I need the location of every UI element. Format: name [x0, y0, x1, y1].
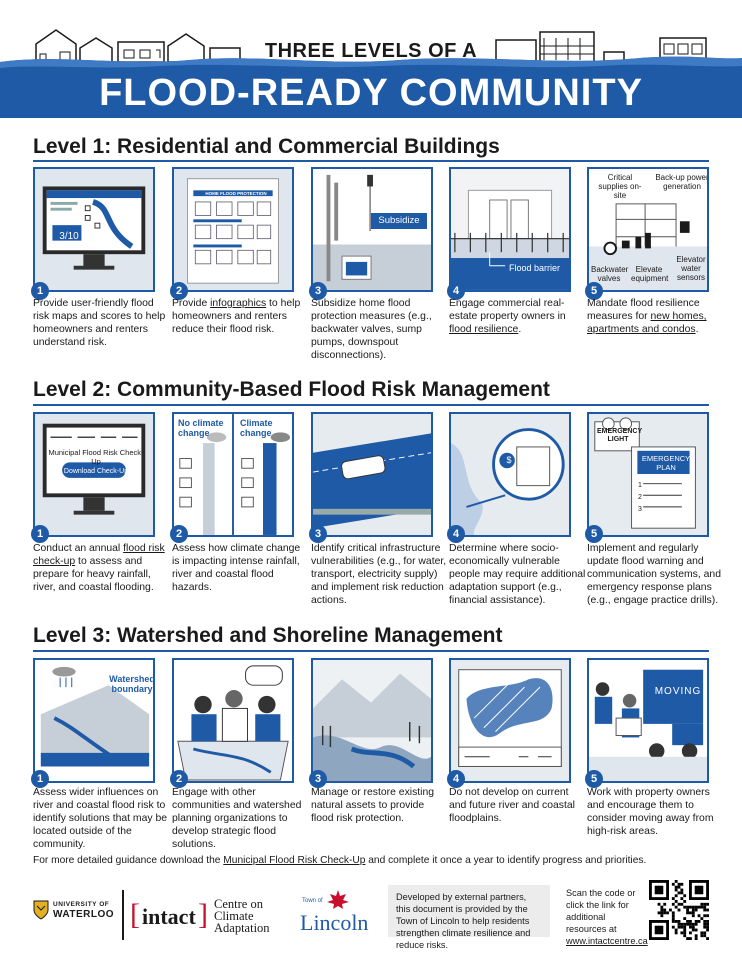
l1-step-5-text: Mandate flood resilience measures for ne…: [587, 298, 707, 335]
l2-step-3-text: Identify critical infrastructure vulnera…: [311, 543, 447, 606]
intact-centre-text: Centre on Climate Adaptation: [214, 897, 270, 935]
l3-step-1-text: Assess wider influences on river and coa…: [33, 787, 167, 850]
level-1-title: Level 1: Residential and Commercial Buil…: [33, 135, 500, 158]
l3-card-4-illustration: [449, 658, 571, 783]
l3-step-3-badge: 3: [309, 770, 327, 788]
logo-divider: [122, 890, 124, 940]
l2-step-1-badge: 1: [31, 525, 49, 543]
qr-code[interactable]: [649, 880, 709, 940]
emergency-plan-label: EMERGENCY PLAN: [641, 454, 691, 472]
waterloo-shield-icon: [33, 900, 49, 920]
l1-step-1-text: Provide user-friendly flood risk maps an…: [33, 298, 166, 348]
elevate-equipment-label: Elevate equipment: [631, 265, 669, 283]
level-2-title: Level 2: Community-Based Flood Risk Mana…: [33, 378, 550, 401]
flood-risk-checkup-link[interactable]: flood risk check-up: [33, 543, 165, 567]
plan-item-3: 3: [638, 506, 642, 513]
level-3-title: Level 3: Watershed and Shoreline Managem…: [33, 624, 503, 647]
l3-step-4-text: Do not develop on current and future riv…: [449, 787, 575, 824]
guidance-note: For more detailed guidance download the …: [33, 855, 647, 866]
lincoln-town-text: Town of: [302, 898, 323, 904]
plan-item-1: 1: [638, 482, 642, 489]
critical-supplies-label: Critical supplies on-site: [598, 173, 642, 200]
l2-step-5-badge: 5: [585, 525, 603, 543]
l1-card-1-illustration: 3/10: [33, 167, 155, 292]
checkup-screen-title: Municipal Flood Risk Check-Up: [48, 448, 144, 466]
l3-step-4-badge: 4: [447, 770, 465, 788]
l1-step-2-text: Provide infographics to help homeowners …: [172, 298, 301, 335]
l2-step-2-badge: 2: [170, 525, 188, 543]
l3-card-2-illustration: [172, 658, 294, 783]
risk-score-label: 3/10: [59, 231, 79, 242]
l2-step-4-text: Determine where socio-economically vulne…: [449, 543, 586, 606]
level-2-rule: [33, 404, 709, 406]
climate-change-label: Climate change: [240, 418, 273, 438]
infographics-link[interactable]: infographics: [210, 298, 267, 309]
l1-step-4-badge: 4: [447, 282, 465, 300]
maple-leaf-icon: [327, 890, 349, 909]
l3-step-5-text: Work with property owners and encourage …: [587, 787, 714, 837]
municipal-checkup-link[interactable]: Municipal Flood Risk Check-Up: [223, 855, 366, 866]
lincoln-wordmark: Lincoln: [300, 910, 369, 935]
developed-by-note: Developed by external partners, this doc…: [388, 885, 550, 950]
l3-step-2-text: Engage with other communities and waters…: [172, 787, 302, 850]
uw-line1: UNIVERSITY OF: [53, 901, 110, 908]
l3-step-1-badge: 1: [31, 770, 49, 788]
l2-card-2-illustration: No climate change Climate change: [172, 412, 294, 537]
no-climate-change-label: No climate change: [178, 418, 224, 438]
intact-wordmark: intact: [142, 904, 196, 929]
l2-card-5-illustration: EMERGENCY LIGHT EMERGENCY PLAN 1 2 3: [587, 412, 709, 537]
l2-step-4-badge: 4: [447, 525, 465, 543]
backup-power-label: Back-up power generation: [655, 173, 709, 191]
l3-step-2-badge: 2: [170, 770, 188, 788]
l1-step-3-text: Subsidize home flood protection measures…: [311, 298, 432, 361]
moving-truck-label: MOVING: [654, 686, 702, 697]
l3-card-1-illustration: Watershed boundary: [33, 658, 155, 783]
flood-barrier-label: Flood barrier: [509, 263, 561, 273]
emergency-light-label: EMERGENCY LIGHT: [597, 428, 643, 443]
intactcentre-link[interactable]: www.intactcentre.ca: [566, 936, 648, 946]
uw-line2: WATERLOO: [53, 909, 115, 920]
l2-card-1-illustration: Municipal Flood Risk Check-Up Download C…: [33, 412, 155, 537]
header-title: FLOOD-READY COMMUNITY: [99, 72, 643, 114]
l2-step-2-text: Assess how climate change is impacting i…: [172, 543, 301, 593]
l1-step-1-badge: 1: [31, 282, 49, 300]
intact-centre-logo: [ intact ] Centre on Climate Adaptation: [130, 897, 270, 935]
l3-step-5-badge: 5: [585, 770, 603, 788]
dollar-icon: $: [506, 455, 512, 465]
l1-card-4-illustration: Flood barrier: [449, 167, 571, 292]
l2-card-3-illustration: [311, 412, 433, 537]
plan-item-2: 2: [638, 494, 642, 501]
flood-resilience-link[interactable]: flood resilience: [449, 324, 519, 335]
backwater-valves-label: Backwater valves: [591, 265, 629, 283]
infographic-heading: HOME FLOOD PROTECTION: [205, 191, 267, 196]
new-homes-link[interactable]: new homes, apartments and condos: [587, 311, 707, 335]
l2-step-1-text: Conduct an annual flood risk check-up to…: [33, 543, 165, 593]
l3-card-3-illustration: [311, 658, 433, 783]
level-1-rule: [33, 160, 709, 162]
l1-step-5-badge: 5: [585, 282, 603, 300]
l1-card-3-illustration: Subsidize: [311, 167, 433, 292]
watershed-boundary-label: Watershed boundary: [109, 674, 155, 694]
header-subtitle: THREE LEVELS OF A: [264, 40, 478, 62]
subsidize-tag: Subsidize: [371, 213, 427, 229]
l1-card-2-illustration: HOME FLOOD PROTECTION: [172, 167, 294, 292]
l1-step-3-badge: 3: [309, 282, 327, 300]
level-3-rule: [33, 650, 709, 652]
elevator-sensors-label: Elevator water sensors: [676, 255, 706, 282]
lincoln-logo: Town of Lincoln: [298, 890, 378, 938]
download-checkup-button[interactable]: Download Check-Up: [63, 468, 129, 475]
scan-note: Scan the code or click the link for addi…: [566, 888, 648, 946]
l1-step-4-text: Engage commercial real-estate property o…: [449, 298, 566, 335]
l1-step-2-badge: 2: [170, 282, 188, 300]
l2-step-3-badge: 3: [309, 525, 327, 543]
l2-step-5-text: Implement and regularly update flood war…: [587, 543, 721, 606]
l3-card-5-illustration: MOVING: [587, 658, 709, 783]
l3-step-3-text: Manage or restore existing natural asset…: [311, 787, 435, 824]
header-banner: [0, 0, 742, 118]
l2-card-4-illustration: $: [449, 412, 571, 537]
l1-card-5-illustration: Critical supplies on-site Back-up power …: [587, 167, 709, 292]
